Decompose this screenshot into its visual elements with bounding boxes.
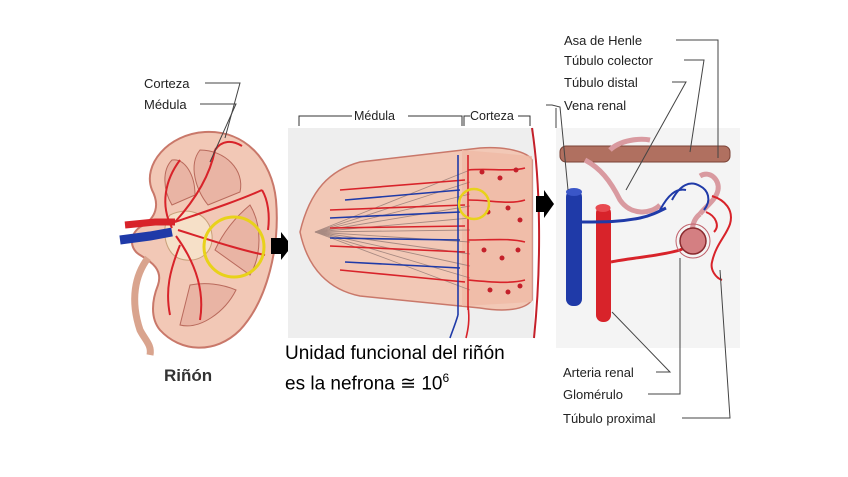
- collecting-duct: [559, 145, 731, 163]
- label-renal-vein: Vena renal: [564, 98, 627, 113]
- pyramid-illustration: [288, 115, 541, 339]
- kidney-illustration: [119, 82, 278, 356]
- kidney-vessels: [164, 140, 270, 321]
- label-glomerulus: Glomérulo: [563, 387, 623, 402]
- efferent-capillaries: [705, 195, 732, 281]
- nephron-illustration: [546, 39, 740, 419]
- ureter: [131, 255, 154, 356]
- renal-artery-top: [595, 204, 611, 212]
- caption-line-2-text: es la nefrona ≅ 10: [285, 373, 443, 395]
- nephron-leader-lines: [546, 39, 731, 419]
- label-kidney-cortex: Corteza: [144, 76, 190, 91]
- label-proximal-tubule: Túbulo proximal: [563, 411, 656, 426]
- glomerulus-capsule: [675, 223, 711, 259]
- renal-artery-tube: [596, 206, 611, 322]
- peritubular-capillaries: [659, 182, 710, 211]
- label-pyramid-cortex: Corteza: [470, 109, 514, 123]
- kidney-highlight-circle: [202, 215, 266, 279]
- label-loop-of-henle: Asa de Henle: [564, 33, 643, 48]
- pyramid-arteries: [329, 155, 526, 339]
- renal-vein-tube: [566, 190, 582, 306]
- label-distal-tubule: Túbulo distal: [564, 75, 638, 90]
- arrow-pyramid-to-nephron: [536, 190, 554, 218]
- label-renal-artery: Arteria renal: [563, 365, 634, 380]
- label-collecting-tubule: Túbulo colector: [564, 53, 653, 68]
- arrow-kidney-to-pyramid: [271, 232, 292, 260]
- renal-vein-top: [566, 188, 582, 196]
- pyramid-bracket-lines: [298, 115, 531, 126]
- kidney-pyramids: [164, 149, 260, 327]
- glomerulus: [679, 227, 707, 255]
- caption-exponent: 6: [442, 371, 450, 385]
- caption-line-1: Unidad funcional del riñón: [285, 343, 505, 364]
- kidney-leader-lines: [200, 82, 241, 163]
- label-pyramid-medulla: Médula: [354, 109, 395, 123]
- kidney-renal-artery: [124, 218, 175, 229]
- pyramid-veins: [329, 155, 461, 339]
- caption-line-2: es la nefrona ≅ 106: [285, 366, 505, 396]
- vein-branch: [581, 206, 667, 224]
- pyramid-capsule-line: [531, 127, 541, 339]
- caption: Unidad funcional del riñón es la nefrona…: [285, 342, 505, 396]
- kidney-title: Riñón: [164, 366, 213, 385]
- kidney-renal-vein: [119, 227, 173, 245]
- label-kidney-medulla: Médula: [144, 97, 187, 112]
- pyramid-highlight-circle: [457, 187, 491, 221]
- pyramid-glomeruli: [479, 167, 523, 295]
